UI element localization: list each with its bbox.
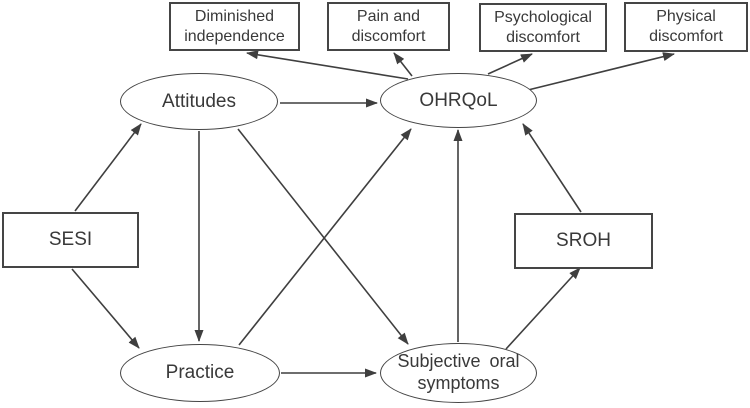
node-physical-discomfort: Physical discomfort xyxy=(624,2,748,52)
node-pain-and-discomfort: Pain and discomfort xyxy=(327,2,450,51)
edge-attitudes-to-subjective-oral-symptoms xyxy=(237,128,409,345)
node-sesi: SESI xyxy=(2,212,139,268)
edge-subjective-oral-symptoms-to-sroh xyxy=(505,267,581,350)
edge-ohrqol-to-physical-discomfort xyxy=(527,52,675,91)
node-psychological-discomfort: Psychological discomfort xyxy=(479,3,607,52)
edge-practice-to-ohrqol xyxy=(238,128,412,346)
node-attitudes: Attitudes xyxy=(120,73,278,130)
node-ohrqol: OHRQoL xyxy=(380,73,537,128)
edge-ohrqol-to-psychological-discomfort xyxy=(487,53,533,75)
node-sroh: SROH xyxy=(514,213,653,269)
node-practice: Practice xyxy=(120,344,280,402)
edge-sroh-to-ohrqol xyxy=(522,123,582,213)
edge-sesi-to-attitudes xyxy=(74,123,142,212)
edge-ohrqol-to-diminished-independence xyxy=(246,50,409,80)
node-diminished-independence: Diminished independence xyxy=(169,2,300,51)
node-subjective-oral-symptoms: Subjective oral symptoms xyxy=(380,343,537,403)
edge-sesi-to-practice xyxy=(71,268,140,349)
edge-ohrqol-to-pain-and-discomfort xyxy=(393,52,413,77)
